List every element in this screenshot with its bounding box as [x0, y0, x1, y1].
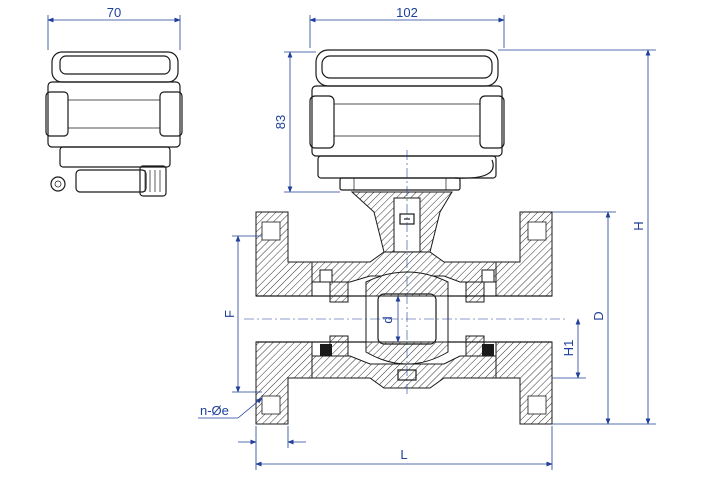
dimension-label-holes: n-Øe — [200, 403, 229, 418]
dimension-label-H1: H1 — [561, 340, 576, 357]
dimension-label-D: D — [591, 311, 606, 320]
dimension-label-d: d — [380, 316, 395, 323]
dimension-flange-thickness — [238, 426, 306, 470]
dimension-label-H: H — [631, 221, 646, 230]
dimension-H: H — [498, 49, 656, 425]
dimension-D: D — [552, 211, 616, 425]
dimension-102: 102 — [309, 5, 505, 48]
valve-body — [244, 150, 566, 425]
dimension-L: L — [255, 426, 553, 470]
dimension-label-L: L — [400, 447, 407, 462]
dimension-label-102: 102 — [396, 5, 418, 20]
dimension-d: d — [380, 295, 401, 343]
side-view — [45, 51, 183, 197]
dimension-70: 70 — [47, 5, 181, 50]
dimension-H1: H1 — [552, 318, 586, 379]
dimension-label-F: F — [222, 310, 237, 318]
dimension-holes: n-Øe — [198, 397, 263, 419]
dimension-F: F — [222, 235, 262, 393]
dimension-label-83: 83 — [273, 115, 288, 129]
dimension-label-70: 70 — [107, 5, 121, 20]
dimension-83: 83 — [273, 51, 340, 193]
